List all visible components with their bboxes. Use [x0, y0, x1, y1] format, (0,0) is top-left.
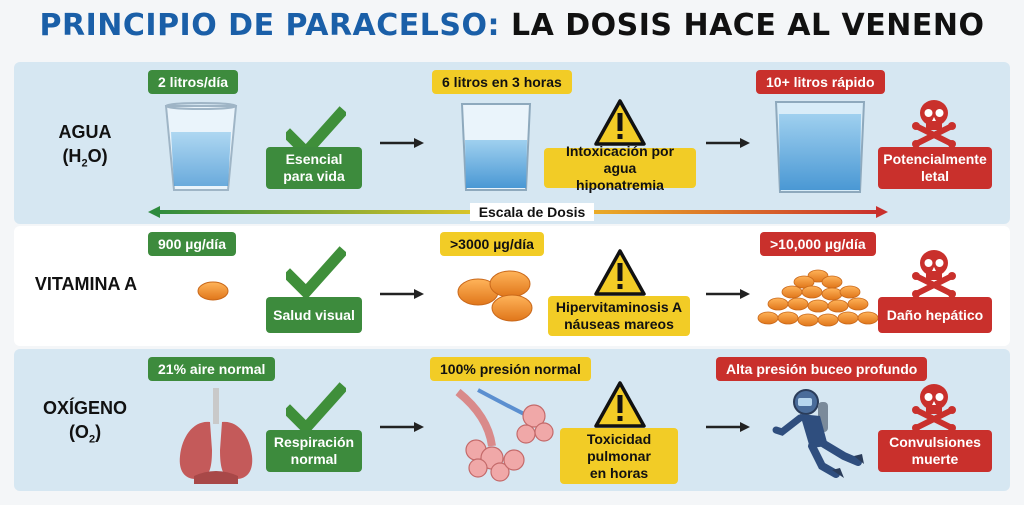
arrow-right-icon — [380, 137, 426, 149]
diver-icon — [772, 389, 864, 478]
pills-group-icon — [457, 270, 533, 322]
dose-scale-label: Escala de Dosis — [470, 203, 594, 221]
box-vitamina-safe-effect: Salud visual — [266, 297, 362, 333]
page-title: PRINCIPIO DE PARACELSO: LA DOSIS HACE AL… — [0, 8, 1024, 43]
large-beaker-icon — [774, 101, 866, 193]
check-icon — [286, 246, 346, 300]
badge-vitamina-mid-dose: >3000 µg/día — [440, 232, 544, 256]
water-glass-icon — [164, 102, 238, 191]
skull-icon — [912, 96, 958, 150]
badge-vitamina-safe-dose: 900 µg/día — [148, 232, 236, 256]
arrow-right-icon — [706, 421, 752, 433]
badge-agua-safe-dose: 2 litros/día — [148, 70, 239, 94]
badge-oxigeno-safe-dose: 21% aire normal — [148, 357, 276, 381]
badge-agua-mid-dose: 6 litros en 3 horas — [432, 70, 572, 94]
pile-of-pills-icon — [757, 269, 879, 327]
row-label-oxigeno-formula: (O2) — [68, 422, 102, 446]
skull-icon — [912, 380, 958, 434]
badge-oxigeno-high-dose: Alta presión buceo profundo — [716, 357, 928, 381]
badge-vitamina-high-dose: >10,000 µg/día — [760, 232, 876, 256]
arrow-right-icon — [706, 288, 752, 300]
warning-icon — [594, 381, 646, 428]
arrow-right-icon — [706, 137, 752, 149]
title-part-2: LA DOSIS HACE AL VENENO — [510, 8, 985, 43]
skull-icon — [912, 246, 958, 300]
check-icon — [286, 382, 346, 436]
arrow-right-icon — [380, 421, 426, 433]
arrow-right-icon — [380, 288, 426, 300]
row-label-agua-formula: (H2O) — [62, 146, 108, 170]
row-label-oxigeno: OXÍGENO (O2) — [30, 396, 140, 452]
warning-icon — [594, 99, 646, 146]
pill-icon — [197, 281, 229, 301]
row-label-oxigeno-line1: OXÍGENO — [42, 398, 127, 418]
box-vitamina-high-effect: Daño hepático — [878, 297, 992, 333]
alveoli-icon — [455, 388, 554, 482]
lungs-icon — [179, 388, 253, 484]
warning-icon — [594, 249, 646, 296]
title-part-1: PRINCIPIO DE PARACELSO: — [39, 8, 501, 43]
badge-agua-high-dose: 10+ litros rápido — [756, 70, 885, 94]
row-label-vitamina-a: VITAMINA A — [34, 274, 138, 294]
row-label-agua: AGUA (H2O) — [30, 120, 140, 176]
row-label-agua-line1: AGUA — [58, 122, 112, 142]
badge-oxigeno-mid-dose: 100% presión normal — [430, 357, 591, 381]
beaker-icon — [460, 103, 532, 191]
